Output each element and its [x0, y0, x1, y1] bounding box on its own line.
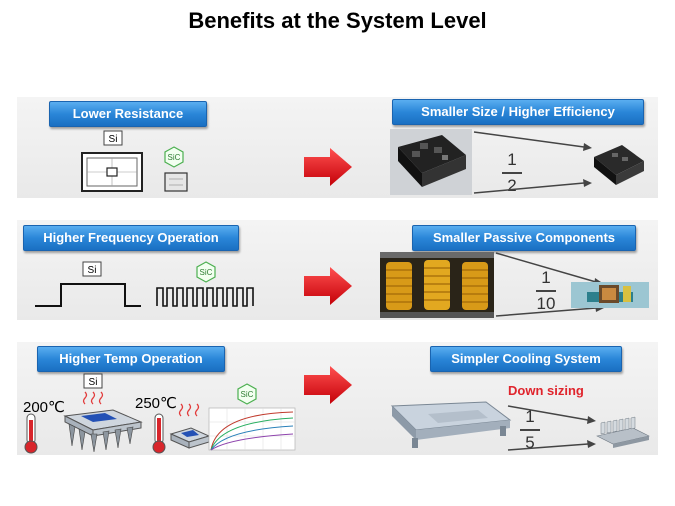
shrink-arrows	[473, 131, 592, 194]
si-tag: Si	[88, 265, 97, 276]
ratio-denominator: 10	[536, 294, 556, 313]
si-tag: Si	[109, 134, 118, 145]
page-title: Benefits at the System Level	[188, 8, 487, 33]
si-tag: Si	[89, 377, 98, 388]
sic-thermometer-icon	[152, 413, 166, 454]
large-inductor-image	[380, 252, 494, 318]
size-ratio: 1 2	[500, 150, 524, 196]
large-power-module-image	[390, 129, 472, 195]
smaller-passive-label: Smaller Passive Components	[412, 225, 636, 251]
small-heatsink-image	[596, 416, 650, 448]
si-waveform-icon: Si	[35, 261, 141, 307]
ratio-numerator: 1	[525, 407, 535, 426]
large-cooling-plate-image	[390, 401, 512, 448]
ratio-denominator: 2	[507, 176, 517, 195]
sic-waveform-icon: SiC	[156, 261, 254, 307]
ratio-numerator: 1	[507, 150, 517, 169]
si-temperature: 200℃	[23, 399, 65, 416]
passive-ratio: 1 10	[534, 268, 558, 314]
cooling-ratio: 1 5	[518, 407, 542, 453]
sic-tag: SiC	[241, 390, 254, 399]
benefit-row-resistance: Lower Resistance Smaller Size / Higher E…	[17, 97, 658, 198]
sic-tag: SiC	[168, 153, 181, 162]
si-thermometer-icon	[24, 413, 38, 454]
ratio-denominator: 5	[525, 433, 535, 452]
red-arrow-icon	[304, 148, 352, 186]
down-sizing-label: Down sizing	[508, 383, 584, 398]
sic-package-icon	[169, 403, 211, 449]
si-die-icon: Si	[81, 130, 143, 192]
shrink-arrows	[507, 405, 596, 451]
sic-characteristic-chart-icon: SiC	[208, 383, 296, 451]
benefit-row-frequency: Higher Frequency Operation Smaller Passi…	[17, 220, 658, 320]
ratio-numerator: 1	[541, 268, 551, 287]
smaller-size-label: Smaller Size / Higher Efficiency	[392, 99, 644, 125]
higher-frequency-label: Higher Frequency Operation	[23, 225, 239, 251]
sic-tag: SiC	[200, 268, 213, 277]
benefit-row-temperature: Higher Temp Operation Simpler Cooling Sy…	[17, 342, 658, 455]
sic-temperature: 250℃	[135, 395, 177, 412]
small-power-module-image	[594, 145, 644, 185]
small-inductor-image	[571, 282, 649, 308]
simpler-cooling-label: Simpler Cooling System	[430, 346, 622, 372]
si-heatsink-icon: Si	[63, 373, 143, 453]
sic-die-icon: SiC	[164, 146, 188, 192]
red-arrow-icon	[304, 366, 352, 404]
higher-temp-label: Higher Temp Operation	[37, 346, 225, 372]
lower-resistance-label: Lower Resistance	[49, 101, 207, 127]
red-arrow-icon	[304, 267, 352, 305]
